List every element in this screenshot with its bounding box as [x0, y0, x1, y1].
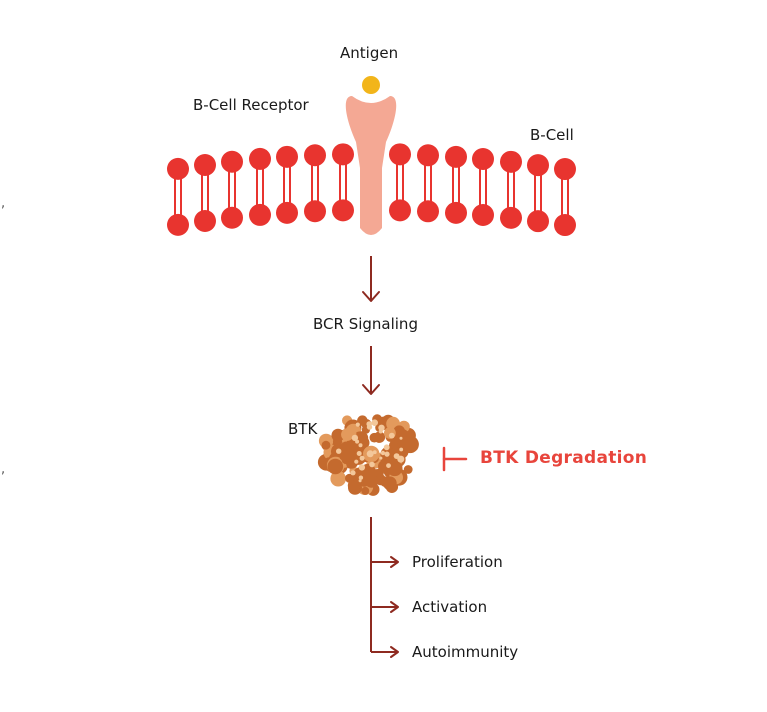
lipid-head	[194, 210, 216, 233]
lipid-head	[417, 144, 439, 167]
b-cell-receptor	[345, 74, 397, 235]
antigen-particle	[360, 74, 382, 96]
lipid-head	[445, 145, 467, 168]
btk-highlight	[358, 475, 364, 480]
btk-bump	[361, 486, 370, 495]
btk-bump	[386, 460, 403, 477]
arrow-membrane-to-signaling	[362, 256, 380, 302]
lipid-head	[417, 200, 439, 223]
btk-bump	[331, 428, 345, 442]
signaling-label: BCR Signaling	[313, 315, 418, 333]
btk-protein-icon	[317, 414, 419, 496]
lipid-head	[445, 201, 467, 224]
btk-bump	[345, 473, 354, 483]
outcome-autoimmunity: Autoimmunity	[412, 643, 519, 661]
lipid-head	[276, 201, 298, 224]
btk-bump	[380, 454, 390, 465]
lipid-head	[500, 150, 522, 173]
lipid-head	[472, 148, 494, 171]
lipid-head	[304, 144, 326, 167]
outcome-branch-lines	[370, 517, 399, 658]
lipid-head	[527, 210, 549, 233]
lipid-head	[472, 204, 494, 227]
btk-bump	[393, 425, 406, 438]
btk-degradation-label: BTK Degradation	[480, 448, 648, 468]
cell-label: B-Cell	[530, 126, 574, 144]
btk-highlight	[359, 455, 365, 461]
lipid-head	[389, 143, 411, 166]
btk-highlight	[366, 450, 374, 458]
lipid-head	[276, 145, 298, 168]
btk-highlight	[356, 451, 362, 456]
btk-highlight	[358, 464, 366, 471]
btk-highlight	[399, 447, 404, 452]
cell-membrane	[167, 143, 576, 237]
btk-highlight	[366, 424, 373, 430]
btk-highlight	[380, 450, 386, 456]
btk-label: BTK	[288, 420, 318, 438]
btk-highlight	[358, 479, 362, 483]
btk-bump	[401, 435, 419, 454]
btk-bump	[327, 458, 344, 475]
btk-highlight	[371, 419, 379, 427]
antigen-label: Antigen	[340, 44, 399, 62]
btk-bump	[321, 440, 331, 450]
btk-highlight	[355, 422, 360, 427]
btk-highlight	[384, 451, 390, 457]
lipid-head	[249, 147, 271, 170]
arrow-signaling-to-btk	[362, 346, 380, 395]
btk-highlight	[388, 432, 395, 439]
btk-bump	[330, 470, 347, 487]
lipid-head	[221, 206, 243, 229]
btk-highlight	[386, 463, 391, 468]
btk-highlight	[372, 450, 377, 455]
lipid-head	[500, 206, 522, 229]
btk-bump	[403, 465, 413, 474]
receptor-label: B-Cell Receptor	[193, 96, 309, 114]
btk-highlight	[397, 455, 405, 463]
btk-highlight	[369, 461, 375, 468]
edge-mark-bottom: ,	[1, 462, 6, 477]
lipid-head	[332, 143, 354, 166]
btk-highlight	[383, 444, 390, 451]
btk-bump	[339, 448, 356, 465]
lipid-head	[194, 154, 216, 177]
edge-mark-top: ,	[1, 196, 6, 211]
lipid-head	[221, 150, 243, 173]
btk-highlight	[350, 470, 356, 476]
lipid-head	[249, 203, 271, 226]
btk-highlight	[354, 459, 359, 464]
btk-highlight	[379, 456, 383, 460]
lipid-head	[554, 214, 576, 237]
receptor-shape	[345, 96, 397, 235]
btk-highlight	[378, 424, 385, 431]
btk-bump	[341, 428, 354, 441]
signal-arrows	[362, 256, 399, 658]
lipid-head	[332, 199, 354, 222]
btk-bump	[348, 436, 363, 451]
btk-highlight	[399, 436, 403, 440]
lipid-head	[527, 154, 549, 177]
btk-highlight	[351, 434, 359, 442]
btk-highlight	[336, 448, 342, 454]
btk-bump	[373, 431, 386, 443]
outcome-proliferation: Proliferation	[412, 553, 503, 571]
lipid-head	[167, 213, 189, 236]
lipid-head	[167, 157, 189, 180]
lipid-head	[389, 199, 411, 222]
inhibitor-bar-icon	[442, 446, 468, 472]
lipid-head	[554, 158, 576, 181]
btk-highlight	[358, 443, 363, 448]
btk-bump	[382, 476, 397, 491]
btk-bump	[346, 460, 355, 469]
lipid-head	[304, 200, 326, 223]
outcome-activation: Activation	[412, 598, 488, 616]
